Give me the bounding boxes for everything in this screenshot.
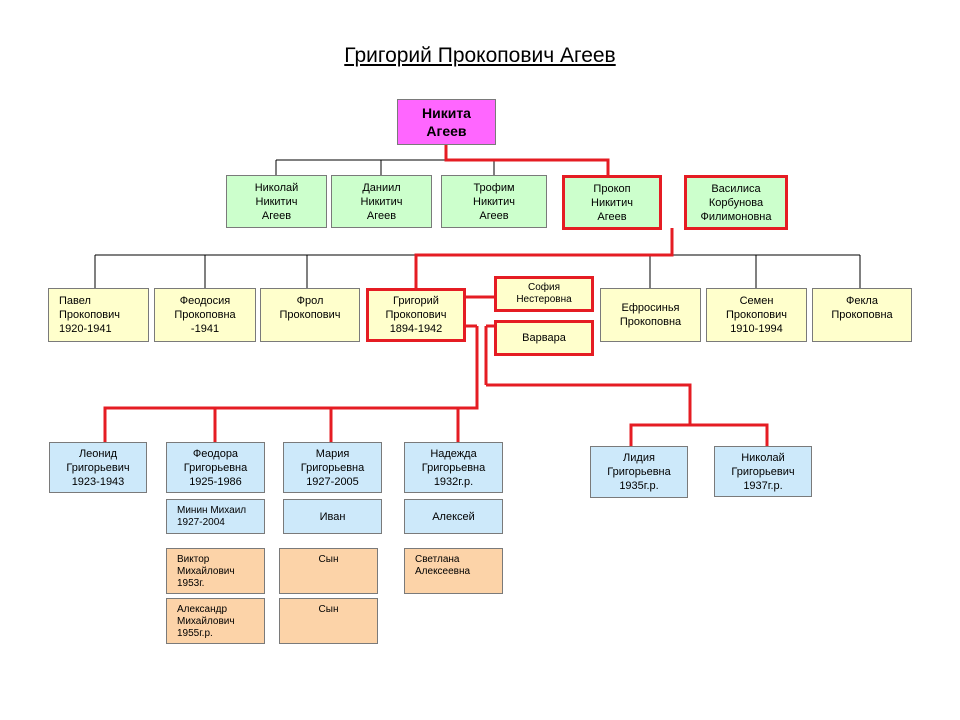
- node-fekla: Фекла Прокоповна: [812, 288, 912, 342]
- red-lineage: [103, 145, 769, 446]
- node-nikolai-grigorievich: Николай Григорьевич 1937г.р.: [714, 446, 812, 497]
- node-pavel: Павел Прокопович 1920-1941: [48, 288, 149, 342]
- node-frol: Фрол Прокопович: [260, 288, 360, 342]
- node-grigory: Григорий Прокопович 1894-1942: [366, 288, 466, 342]
- node-vasilisa: Василиса Корбунова Филимоновна: [684, 175, 788, 230]
- node-nadezhda: Надежда Григорьевна 1932г.р.: [404, 442, 503, 493]
- page-title: Григорий Прокопович Агеев: [344, 44, 616, 67]
- node-semen: Семен Прокопович 1910-1994: [706, 288, 807, 342]
- node-lidia: Лидия Григорьевна 1935г.р.: [590, 446, 688, 498]
- node-feodora: Феодора Григорьевна 1925-1986: [166, 442, 265, 493]
- node-maria: Мария Григорьевна 1927-2005: [283, 442, 382, 493]
- node-trofim: Трофим Никитич Агеев: [441, 175, 547, 228]
- node-daniil: Даниил Никитич Агеев: [331, 175, 432, 228]
- node-svetlana: Светлана Алексеевна: [404, 548, 503, 594]
- node-aleksei: Алексей: [404, 499, 503, 534]
- node-feodosia: Феодосия Прокоповна -1941: [154, 288, 256, 342]
- node-prokop: Прокоп Никитич Агеев: [562, 175, 662, 230]
- node-sofia: София Нестеровна: [494, 276, 594, 312]
- node-varvara: Варвара: [494, 320, 594, 356]
- node-leonid: Леонид Григорьевич 1923-1943: [49, 442, 147, 493]
- node-nikolai-nikitich: Николай Никитич Агеев: [226, 175, 327, 228]
- node-son-2: Сын: [279, 598, 378, 644]
- node-viktor: Виктор Михайлович 1953г.: [166, 548, 265, 594]
- node-ivan: Иван: [283, 499, 382, 534]
- node-minin: Минин Михаил 1927-2004: [166, 499, 265, 534]
- node-aleksandr: Александр Михайлович 1955г.р.: [166, 598, 265, 644]
- node-nikita: Никита Агеев: [397, 99, 496, 145]
- node-efrosinya: Ефросинья Прокоповна: [600, 288, 701, 342]
- node-son-1: Сын: [279, 548, 378, 594]
